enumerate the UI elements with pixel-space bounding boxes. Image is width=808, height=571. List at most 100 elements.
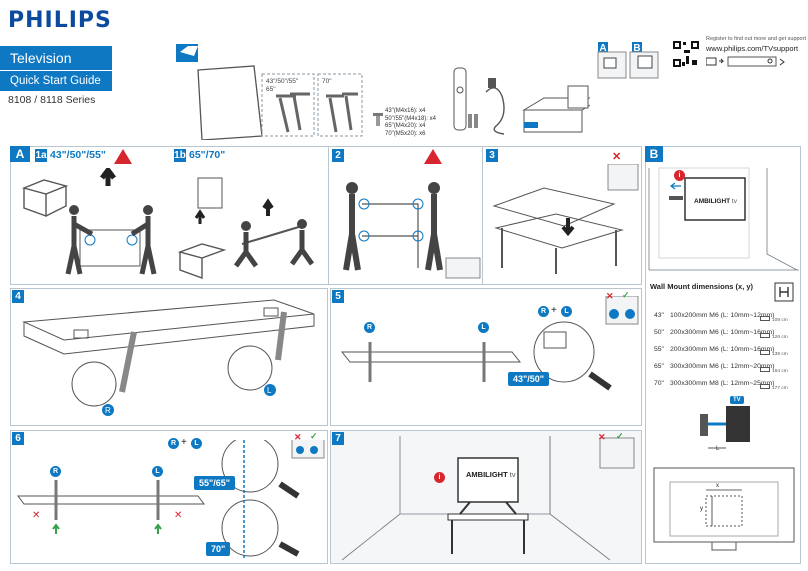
- right-badge: R: [538, 306, 549, 317]
- box-contents-illustration: [176, 44, 590, 140]
- length-label: L: [716, 446, 720, 452]
- tv-text: tv: [731, 198, 737, 205]
- step-4-illustration: R L: [22, 299, 315, 416]
- stand-size-label-70: 70": [322, 78, 332, 85]
- tab-b: B: [632, 42, 642, 54]
- wall-mount-icon: [774, 282, 794, 302]
- row-distance: 164 cm: [772, 369, 788, 374]
- row-size: 43": [654, 312, 664, 319]
- y-dimension-label: y: [700, 506, 703, 512]
- screw-size: 50"/55": [385, 115, 405, 122]
- ambilight-logo-step7: AMBILIGHT tv: [466, 470, 516, 479]
- step-3-number: 3: [486, 149, 498, 162]
- step-4-number: 4: [12, 290, 24, 303]
- row-size: 50": [654, 329, 664, 336]
- screw-spec: (M4x18): x4: [404, 115, 436, 122]
- ambilight-text: AMBILIGHT: [694, 198, 731, 205]
- step-1a-tag: 1a: [35, 149, 47, 162]
- step-1a-sizes: 43"/50"/55": [50, 149, 106, 161]
- size-chip-43-50: 43"/50": [508, 372, 550, 386]
- row-size: 70": [654, 380, 664, 387]
- check-icon: ✓: [622, 290, 630, 300]
- step-2-illustration: [343, 182, 481, 279]
- divider: [482, 147, 483, 284]
- step-1b-tag: 1b: [174, 149, 186, 162]
- row-distance: 139 cm: [772, 352, 788, 357]
- step-2-number: 2: [332, 149, 344, 162]
- info-icon: i: [674, 170, 685, 181]
- right-badge: R: [168, 438, 179, 449]
- right-badge: R: [364, 322, 375, 333]
- section-b-letter: B: [645, 146, 663, 162]
- wall-mount-row: 50" 200x300mm M6 (L: 10mm~16mm): [654, 329, 774, 336]
- screw-spec: (M4x20): x4: [393, 123, 426, 129]
- step-1b-illustration: [177, 177, 315, 279]
- search-bar-icon: [706, 56, 785, 67]
- size-chip-55-65: 55"/65": [194, 476, 236, 490]
- svg-text:R: R: [105, 406, 111, 415]
- wall-mount-room-illustration: [648, 167, 799, 271]
- svg-text:✕: ✕: [32, 510, 40, 521]
- wall-mount-row: 55" 200x300mm M6 (L: 10mm~16mm): [654, 346, 774, 353]
- wall-mount-row: 43" 100x200mm M6 (L: 10mm~12mm): [654, 312, 774, 319]
- screw-size: 70": [385, 130, 394, 137]
- plus-sign: +: [551, 305, 557, 316]
- warning-icon: [114, 149, 132, 164]
- row-distance: 177 cm: [772, 386, 788, 391]
- row-spec: 100x200mm M6 (L: 10mm~12mm): [670, 312, 775, 319]
- stand-size-label-b: 65": [266, 86, 276, 93]
- svg-text:✕: ✕: [174, 510, 182, 521]
- row-spec: 300x300mm M8 (L: 12mm~25mm): [670, 380, 775, 387]
- right-badge: R: [50, 466, 61, 477]
- guide-title: Quick Start Guide: [0, 71, 112, 91]
- size-chip-70: 70": [206, 542, 231, 556]
- support-register-text: Register to find out more and get suppor…: [706, 36, 806, 42]
- wall-mount-title: Wall Mount dimensions (x, y): [650, 282, 754, 291]
- row-spec: 200x300mm M6 (L: 10mm~16mm): [670, 346, 775, 353]
- plus-sign: +: [181, 437, 187, 448]
- svg-text:L: L: [267, 386, 272, 395]
- brand-logo: PHILIPS: [8, 8, 112, 33]
- cross-icon: ✕: [606, 291, 614, 301]
- row-distance: 108 cm: [772, 318, 788, 323]
- section-a-letter: A: [10, 146, 30, 162]
- cross-icon: ✕: [598, 432, 606, 442]
- screw-size: 65": [385, 123, 394, 129]
- row-spec: 300x300mm M6 (L: 12mm~20mm): [670, 363, 775, 370]
- stand-size-label-a: 43"/50"/55": [266, 78, 299, 85]
- tab-a: A: [598, 42, 608, 54]
- series-label: 8108 / 8118 Series: [8, 94, 96, 106]
- step-6-illustration: ✕ ✕: [17, 440, 325, 560]
- viewing-distance-column: 108 cm 126 cm 139 cm 164 cm 177 cm: [760, 312, 788, 397]
- step-5-number: 5: [332, 290, 344, 303]
- left-badge: L: [152, 466, 163, 477]
- tv-tag: TV: [730, 396, 744, 404]
- qr-code-icon: [672, 40, 700, 68]
- screw-icon: [373, 113, 383, 126]
- row-spec: 200x300mm M6 (L: 10mm~16mm): [670, 329, 775, 336]
- step-5-illustration: [340, 296, 639, 391]
- wall-mount-row: 70" 300x300mm M8 (L: 12mm~25mm): [654, 380, 774, 387]
- check-icon: ✓: [616, 431, 624, 441]
- product-title: Television: [0, 46, 112, 70]
- screw-spec: (M4x16): x4: [393, 108, 426, 114]
- wall-mount-row: 65" 300x300mm M6 (L: 12mm~20mm): [654, 363, 774, 370]
- warning-icon: [424, 149, 442, 164]
- screw-spec: (M5x20): x6: [393, 130, 426, 137]
- mount-thumbnails: [597, 51, 659, 79]
- support-url[interactable]: www.philips.com/TVsupport: [706, 44, 799, 53]
- cross-icon: ✕: [612, 151, 622, 163]
- left-badge: L: [561, 306, 572, 317]
- ambilight-logo-b: AMBILIGHT tv: [694, 198, 737, 205]
- step-1b-sizes: 65"/70": [189, 149, 226, 161]
- step-7-room-illustration: [341, 436, 635, 561]
- screw-list: 43"(M4x16): x4 50"/55"(M4x18): x4 65"(M4…: [385, 108, 436, 138]
- row-size: 55": [654, 346, 664, 353]
- cross-icon: ✕: [294, 432, 302, 442]
- step-6-number: 6: [12, 432, 24, 445]
- ambilight-text: AMBILIGHT: [466, 470, 508, 479]
- step-7-number: 7: [332, 432, 344, 445]
- row-size: 65": [654, 363, 664, 370]
- tv-text: tv: [509, 470, 516, 479]
- info-icon: i: [434, 472, 445, 483]
